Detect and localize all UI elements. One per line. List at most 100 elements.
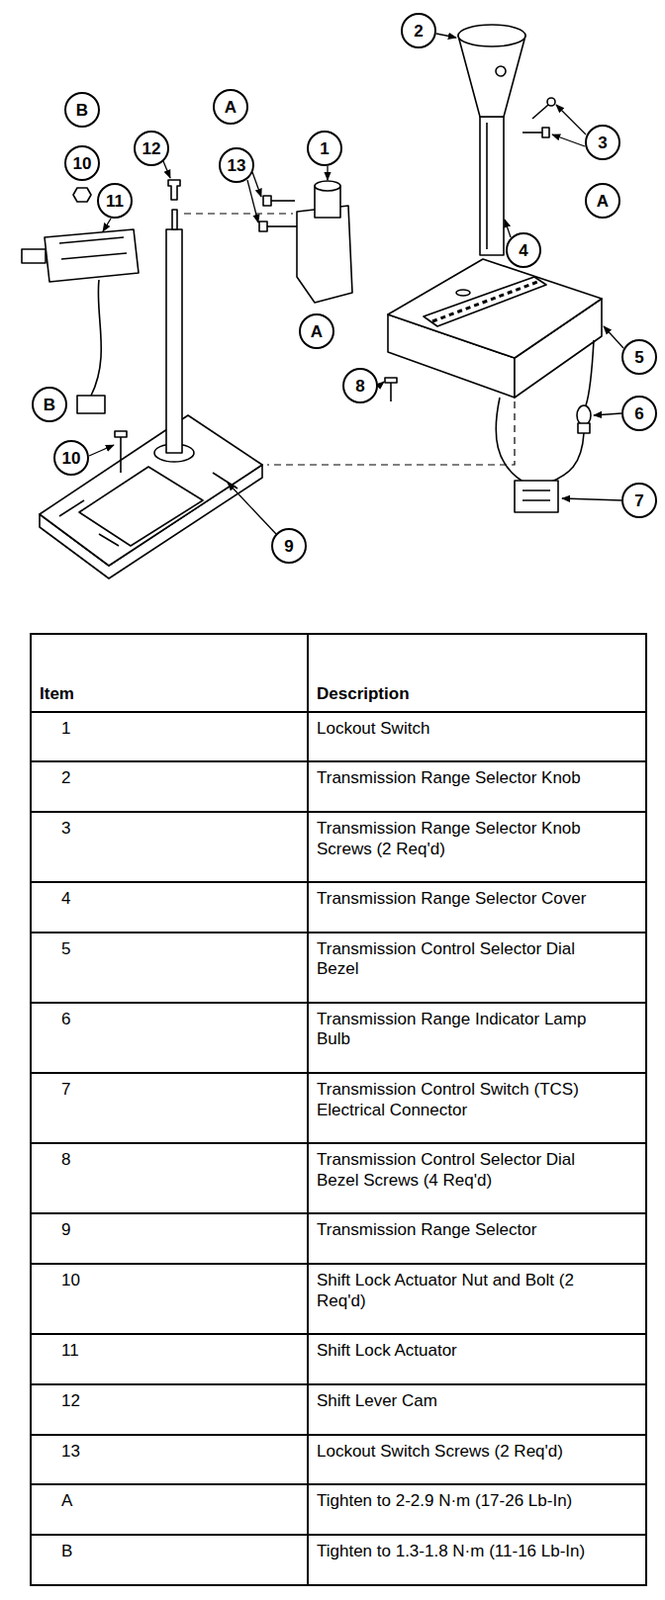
shift-lock-actuator xyxy=(44,229,139,283)
leader-line xyxy=(552,134,585,147)
table-text: Lockout Switch xyxy=(316,719,430,739)
bezel-top xyxy=(387,259,602,359)
table-cell: Lockout Switch xyxy=(307,712,647,763)
table-text: B xyxy=(61,1542,73,1562)
table-row: 9 Transmission Range Selector xyxy=(30,1214,647,1265)
table-cell: Shift Lock Actuator Nut and Bolt (2 Req'… xyxy=(307,1264,647,1335)
bolt-shaft xyxy=(119,437,122,474)
table-cell: Description xyxy=(307,634,647,713)
callout-circle: 4 xyxy=(505,232,542,269)
table-row: 12Shift Lever Cam xyxy=(30,1385,647,1436)
callout-circle: A xyxy=(212,89,249,125)
callout-number: 7 xyxy=(634,492,644,510)
selector-knob xyxy=(458,35,526,117)
leader-line xyxy=(163,161,171,179)
bulb-socket xyxy=(577,423,590,434)
table-cell: Transmission Range Selector Cover xyxy=(307,882,647,934)
table-row: ItemDescription xyxy=(30,634,647,713)
leader-line xyxy=(378,381,384,387)
table-cell: 12 xyxy=(30,1385,308,1436)
callout-number: 12 xyxy=(142,140,162,158)
screw-shaft xyxy=(532,104,549,119)
leader-line xyxy=(227,482,277,535)
table-cell: Tighten to 1.3-1.8 N·m (11-16 Lb-In) xyxy=(307,1535,647,1587)
table-cell: 8 xyxy=(30,1143,308,1215)
table-cell: Item xyxy=(30,634,308,713)
callout-circle: 5 xyxy=(621,339,658,376)
callout-number: B xyxy=(76,101,89,119)
table-cell: 10 xyxy=(30,1264,308,1335)
callout-number: B xyxy=(43,396,56,414)
callout-circle: 2 xyxy=(400,12,437,49)
selector-base xyxy=(39,415,263,567)
table-cell: 1 xyxy=(30,712,308,763)
screw-shaft xyxy=(389,382,392,402)
callout-circle: 1 xyxy=(306,130,343,167)
table-cell: Transmission Range Selector xyxy=(307,1214,647,1265)
table-row: 1 Lockout Switch xyxy=(30,712,647,763)
table-row: 11Shift Lock Actuator xyxy=(30,1334,647,1386)
callout-number: 8 xyxy=(355,378,365,395)
screw-head xyxy=(263,195,272,206)
leader-line xyxy=(556,104,586,135)
selector-cover xyxy=(479,116,504,256)
callout-number: 1 xyxy=(319,140,329,158)
shift-lever-cam xyxy=(168,180,181,200)
table-cell: 9 xyxy=(30,1214,308,1265)
exploded-view xyxy=(0,0,665,614)
callout-number: 10 xyxy=(73,155,93,173)
indicator-marks xyxy=(432,281,541,322)
table-row: ATighten to 2-2.9 N·m (17-26 Lb-In) xyxy=(30,1485,647,1536)
table-cell: Lockout Switch Screws (2 Req'd) xyxy=(307,1435,647,1487)
bolt-head xyxy=(114,431,127,438)
callout-number: 4 xyxy=(518,242,528,260)
leader-line xyxy=(603,326,624,349)
screw-head xyxy=(547,97,556,106)
screw-head xyxy=(259,221,268,232)
callout-number: A xyxy=(224,98,237,116)
callout-number: 13 xyxy=(227,157,247,175)
table-row: B Tighten to 1.3-1.8 N·m (11-16 Lb-In) xyxy=(30,1535,647,1587)
alignment-lines xyxy=(184,213,515,466)
actuator-plug xyxy=(21,249,46,264)
table-text: Lockout Switch Screws (2 Req'd) xyxy=(316,1442,564,1462)
table-row: 2Transmission Range Selector Knob xyxy=(30,761,647,813)
shift-lever xyxy=(166,229,183,454)
table-cell: 4 xyxy=(30,882,308,934)
callout-circle: 11 xyxy=(96,183,133,219)
table-text: 7 xyxy=(61,1080,71,1100)
table-cell: 2 xyxy=(30,761,308,813)
table-text: 4 xyxy=(61,889,71,909)
callout-circle: 6 xyxy=(621,395,658,432)
callout-number: 6 xyxy=(634,405,644,423)
table-text: 11 xyxy=(61,1341,80,1361)
callout-circle: A xyxy=(584,183,621,219)
table-text: 6 xyxy=(61,1010,71,1030)
leader-line xyxy=(252,172,262,197)
screw-head xyxy=(384,378,397,383)
leader-line xyxy=(326,166,328,181)
table-cell: 5 xyxy=(30,933,308,1004)
callout-number: 5 xyxy=(634,349,644,367)
callout-circle: 10 xyxy=(64,145,100,182)
callout-circle: 8 xyxy=(342,368,379,404)
lockout-switch-top xyxy=(314,181,341,191)
table-row: 10Shift Lock Actuator Nut and Bolt (2 Re… xyxy=(30,1264,647,1335)
indicator-strip xyxy=(423,277,547,327)
table-text: 8 xyxy=(61,1150,71,1170)
table-text: 1 xyxy=(61,719,71,739)
knob-screw-hole xyxy=(495,66,506,77)
leader-line xyxy=(504,219,511,238)
parts xyxy=(21,24,602,579)
leader-line xyxy=(102,218,111,232)
table-text: Transmission Range Selector Knob Screws … xyxy=(316,819,581,858)
table-row: 8Transmission Control Selector Dial Beze… xyxy=(30,1143,647,1215)
actuator-wire xyxy=(91,280,101,396)
table-text: Transmission Range Selector xyxy=(316,1221,537,1240)
leader-line xyxy=(247,180,259,223)
screw-head xyxy=(542,127,550,138)
table-text: 13 xyxy=(61,1442,81,1462)
table-cell: Transmission Control Switch (TCS) Electr… xyxy=(307,1073,647,1144)
callout-number: A xyxy=(596,192,609,210)
